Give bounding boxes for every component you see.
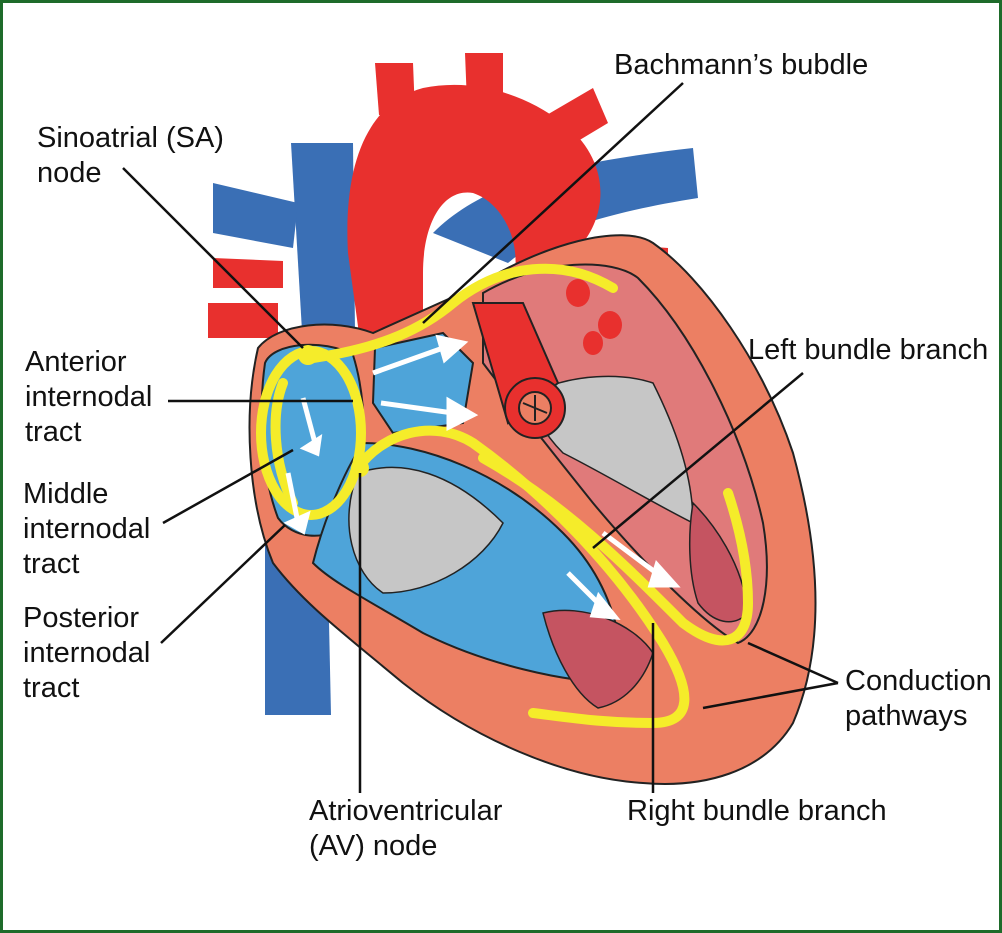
- label-line: node: [37, 157, 102, 189]
- label-line: Sinoatrial (SA): [37, 122, 224, 154]
- label-conduction: Conduction pathways: [845, 664, 992, 734]
- papillary-muscles: [542, 501, 749, 709]
- label-line: internodal: [23, 513, 151, 545]
- label-line: Middle: [23, 478, 109, 510]
- valve-tissue: [348, 375, 694, 594]
- label-line: Left bundle branch: [748, 334, 989, 366]
- label-middle-tract: Middle internodal tract: [23, 477, 150, 582]
- label-line: tract: [25, 416, 82, 448]
- label-anterior-tract: Anterior internodal tract: [25, 345, 152, 450]
- label-line: Bachmann’s bubdle: [614, 49, 869, 81]
- label-line: Anterior: [25, 346, 127, 378]
- conduction-leader-1: [747, 641, 839, 685]
- leader-lines: [122, 82, 839, 793]
- label-left-bundle: Left bundle branch: [748, 333, 988, 368]
- left-bundle-leader: [592, 372, 804, 549]
- heart-illustration: [122, 53, 839, 793]
- sa-leader: [122, 167, 304, 349]
- label-line: Right bundle branch: [627, 795, 887, 827]
- label-line: tract: [23, 548, 80, 580]
- label-posterior-tract: Posterior internodal tract: [23, 601, 150, 706]
- label-av-node: Atrioventricular (AV) node: [309, 794, 502, 864]
- label-line: pathways: [845, 700, 968, 732]
- label-right-bundle: Right bundle branch: [627, 794, 887, 829]
- posterior-leader: [160, 524, 286, 644]
- label-sa-node: Sinoatrial (SA) node: [37, 121, 224, 191]
- av-node-dot: [351, 459, 369, 477]
- label-line: Atrioventricular: [309, 795, 503, 827]
- label-bachmann: Bachmann’s bubdle: [614, 48, 868, 83]
- label-line: internodal: [23, 637, 151, 669]
- conduction-pathways: [256, 263, 754, 729]
- label-line: tract: [23, 672, 80, 704]
- vein-openings: [566, 279, 622, 355]
- middle-leader: [162, 448, 294, 525]
- flow-arrows: [283, 334, 681, 621]
- conduction-leader-2: [702, 681, 839, 710]
- label-line: (AV) node: [309, 830, 438, 862]
- label-line: Conduction: [845, 665, 992, 697]
- label-line: internodal: [25, 381, 153, 413]
- aortic-root: [471, 302, 566, 439]
- sa-node-dot: [298, 345, 318, 365]
- label-line: Posterior: [23, 602, 140, 634]
- bachmann-leader: [422, 82, 684, 324]
